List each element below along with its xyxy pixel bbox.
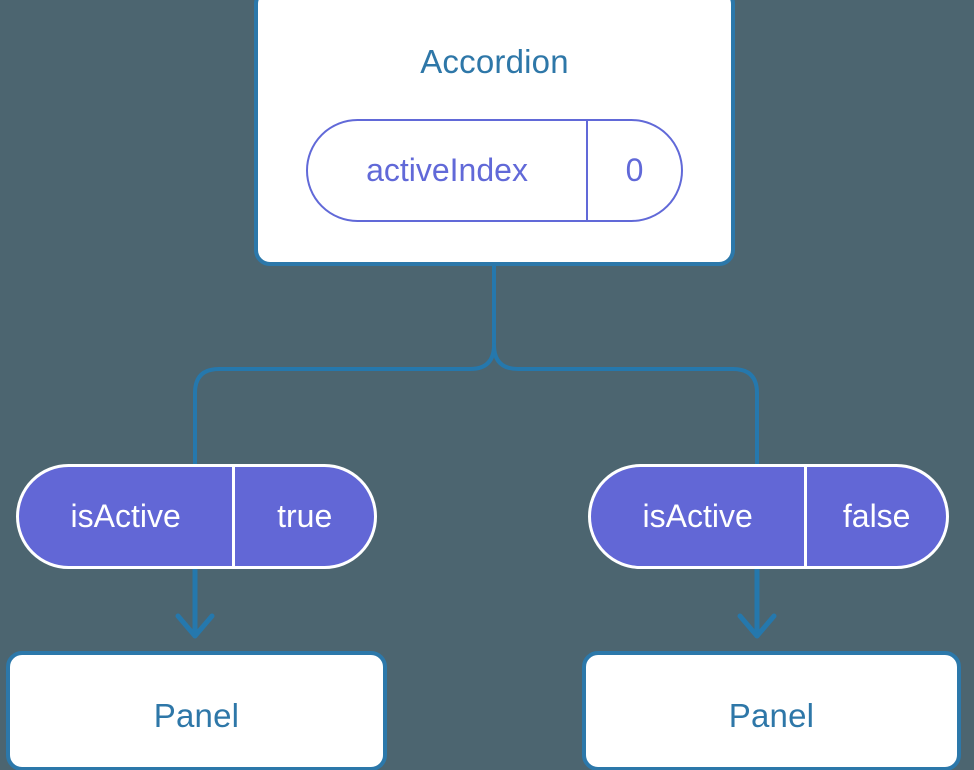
state-pill-value: 0: [586, 121, 681, 220]
component-card-panel-left[interactable]: Panel: [6, 651, 387, 770]
prop-pill-is-active-right[interactable]: isActive false: [588, 464, 949, 569]
component-title-accordion: Accordion: [420, 43, 569, 80]
prop-pill-value: true: [232, 467, 374, 566]
tree-connector-path: [193, 264, 496, 466]
tree-connector-path-right: [492, 343, 759, 466]
arrow-left-to-panel: [175, 569, 215, 639]
component-title-panel-right: Panel: [728, 697, 815, 734]
arrow-right-to-panel: [737, 569, 777, 639]
component-card-panel-right[interactable]: Panel: [582, 651, 961, 770]
prop-pill-key: isActive: [642, 498, 753, 534]
state-pill-key: activeIndex: [366, 152, 528, 188]
prop-pill-key: isActive: [70, 498, 181, 534]
state-pill-active-index[interactable]: activeIndex 0: [306, 119, 683, 222]
prop-pill-is-active-left[interactable]: isActive true: [16, 464, 377, 569]
prop-pill-value: false: [804, 467, 946, 566]
component-title-panel-left: Panel: [153, 697, 240, 734]
